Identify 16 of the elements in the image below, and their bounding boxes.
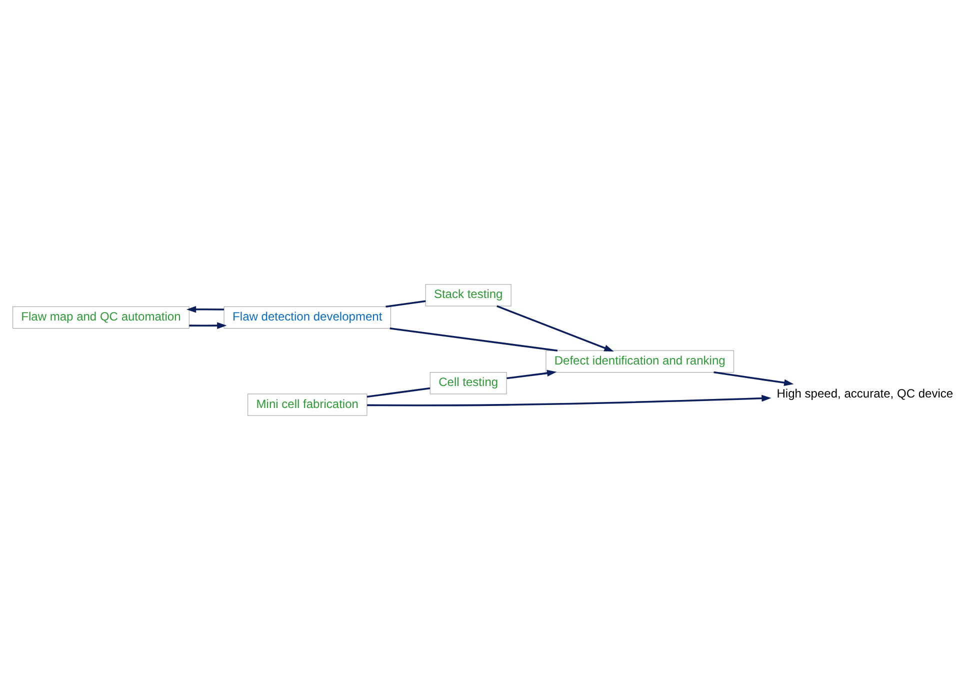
- connector: [390, 327, 558, 352]
- node-box: Flaw detection development: [224, 306, 392, 329]
- node-box: Flaw map and QC automation: [12, 306, 190, 329]
- node-box: Defect identification and ranking: [546, 350, 734, 373]
- arrow: [714, 371, 794, 386]
- arrow: [189, 322, 227, 329]
- arrow: [506, 370, 557, 380]
- arrow: [186, 306, 224, 313]
- arrow: [367, 394, 772, 406]
- connector: [386, 300, 426, 308]
- node-text: High speed, accurate, QC device: [776, 386, 954, 401]
- connector: [366, 387, 430, 398]
- node-box: Cell testing: [430, 372, 507, 394]
- node-box: Mini cell fabrication: [248, 394, 368, 416]
- node-box: Stack testing: [425, 284, 512, 306]
- arrow: [496, 305, 614, 352]
